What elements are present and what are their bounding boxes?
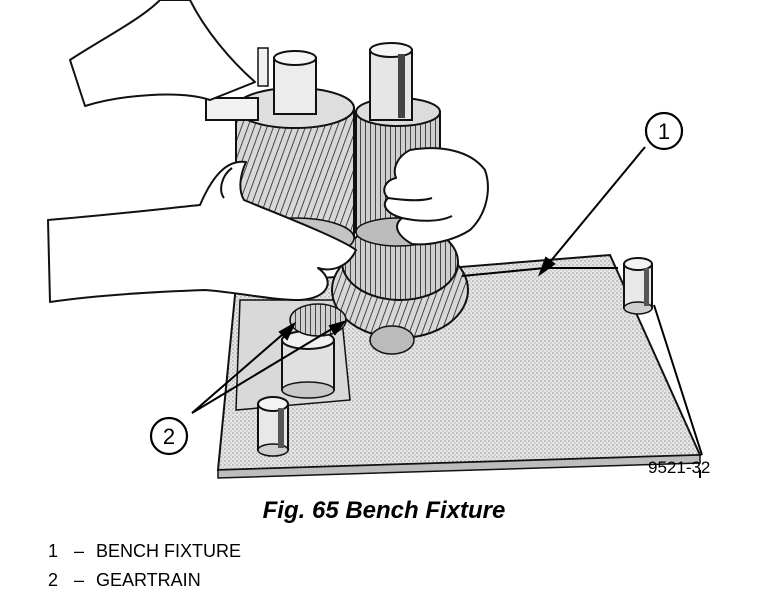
legend-item: 1–BENCH FIXTURE [48,537,241,566]
legend-separator: – [73,570,84,590]
legend-list: 1–BENCH FIXTURE 2–GEARTRAIN [48,537,241,595]
callout-1: 1 [644,111,684,151]
legend-label: GEARTRAIN [96,570,201,590]
fixture-post-center [281,330,335,399]
legend-number: 1 [48,541,59,561]
legend-number: 2 [48,570,59,590]
legend-item: 2–GEARTRAIN [48,566,241,595]
callout-2-number: 2 [163,424,175,449]
legend-label: BENCH FIXTURE [96,541,242,561]
figure-caption: Fig. 65 Bench Fixture [262,497,506,524]
callout-1-number: 1 [658,119,670,144]
technician-hands [47,0,489,303]
callout-2: 2 [149,416,189,456]
figure-id: 9521-32 [648,458,711,477]
fixture-post-left [257,396,289,457]
callout-1-leaders [461,146,703,456]
fixture-post-right [623,257,653,315]
callout-2-leaders [191,320,701,478]
legend-separator: – [73,541,84,561]
technical-illustration: 1 2 [47,0,703,479]
